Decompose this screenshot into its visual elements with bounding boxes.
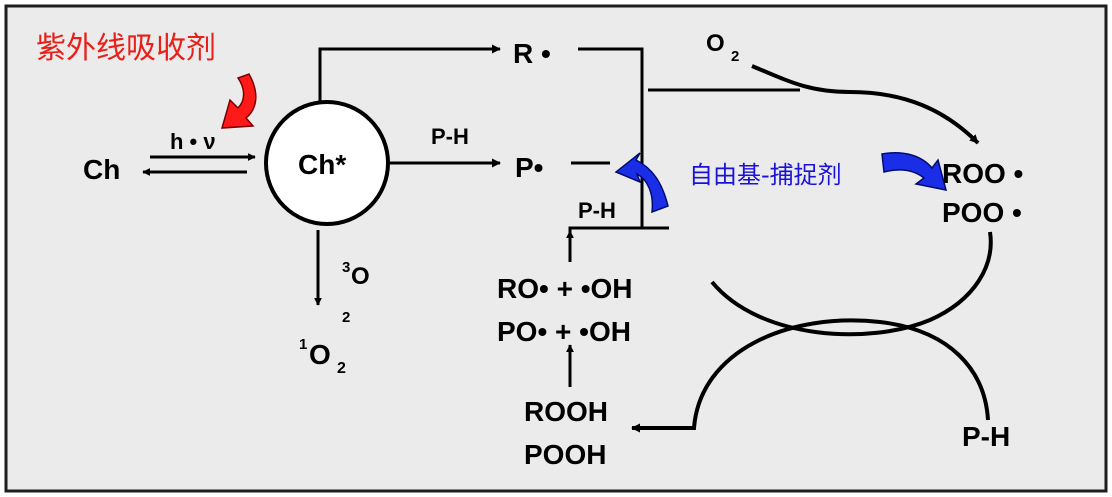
singlet-oxygen-label: O (309, 339, 331, 370)
roo-radical-label: ROO • (942, 158, 1023, 189)
ch-star-label: Ch* (298, 149, 346, 180)
lower-cycle-curve (631, 318, 990, 433)
diagram-panel (4, 4, 1108, 493)
p-radical-label: P• (515, 152, 543, 183)
r-radical-label: R • (513, 38, 551, 69)
curved-arrow-red-icon (220, 73, 257, 129)
scavenger-left-arrow-icon (614, 152, 669, 214)
triplet-oxygen-sub: 2 (342, 309, 350, 326)
ro-oh-label: RO• + •OH (497, 273, 633, 304)
radical-scavenger-label: 自由基-捕捉剂 (689, 161, 842, 189)
pooh-label: POOH (524, 439, 606, 470)
oxygen-addition-curve (751, 64, 980, 145)
upper-cycle-curve (710, 231, 993, 337)
singlet-oxygen-sub: 2 (337, 360, 346, 377)
triplet-oxygen-sup: 3 (342, 259, 350, 276)
arrow-to-r-radical (318, 44, 501, 102)
ch-label: Ch (83, 154, 120, 185)
rooh-label: ROOH (524, 396, 608, 427)
ph-mid-label: P-H (578, 198, 616, 223)
singlet-oxygen-sup: 1 (299, 336, 307, 353)
triplet-oxygen-label: O (351, 263, 370, 290)
po-oh-label: PO• + •OH (497, 316, 631, 347)
ph-top-label: P-H (431, 124, 469, 149)
o2-label: O (706, 30, 725, 57)
hv-label: h • ν (170, 129, 216, 154)
excited-state-circle (264, 100, 390, 226)
scavenger-right-arrow-icon (881, 152, 948, 191)
ph-bottom-label: P-H (962, 421, 1010, 452)
o2-sub: 2 (731, 48, 739, 65)
uv-absorber-label: 紫外线吸收剂 (36, 31, 216, 66)
poo-radical-label: POO • (942, 197, 1022, 228)
